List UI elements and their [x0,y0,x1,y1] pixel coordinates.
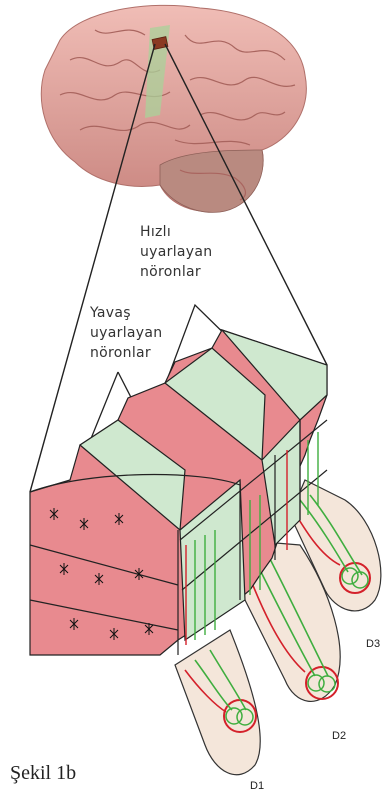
fast-label-line2: uyarlayan [140,242,212,262]
brain-illustration [41,5,306,212]
figure-caption: Şekil 1b [10,762,76,785]
slow-label-line2: uyarlayan [90,323,162,343]
finger-label-d3: D3 [366,638,380,650]
fast-label-line1: Hızlı [140,222,212,242]
slow-adapting-neurons-label: Yavaş uyarlayan nöronlar [90,303,162,363]
slow-label-line3: nöronlar [90,343,162,363]
slow-label-line1: Yavaş [90,303,162,323]
finger-label-d2: D2 [332,730,346,742]
fast-adapting-neurons-label: Hızlı uyarlayan nöronlar [140,222,212,282]
finger-label-d1: D1 [250,780,264,792]
fast-label-line3: nöronlar [140,262,212,282]
